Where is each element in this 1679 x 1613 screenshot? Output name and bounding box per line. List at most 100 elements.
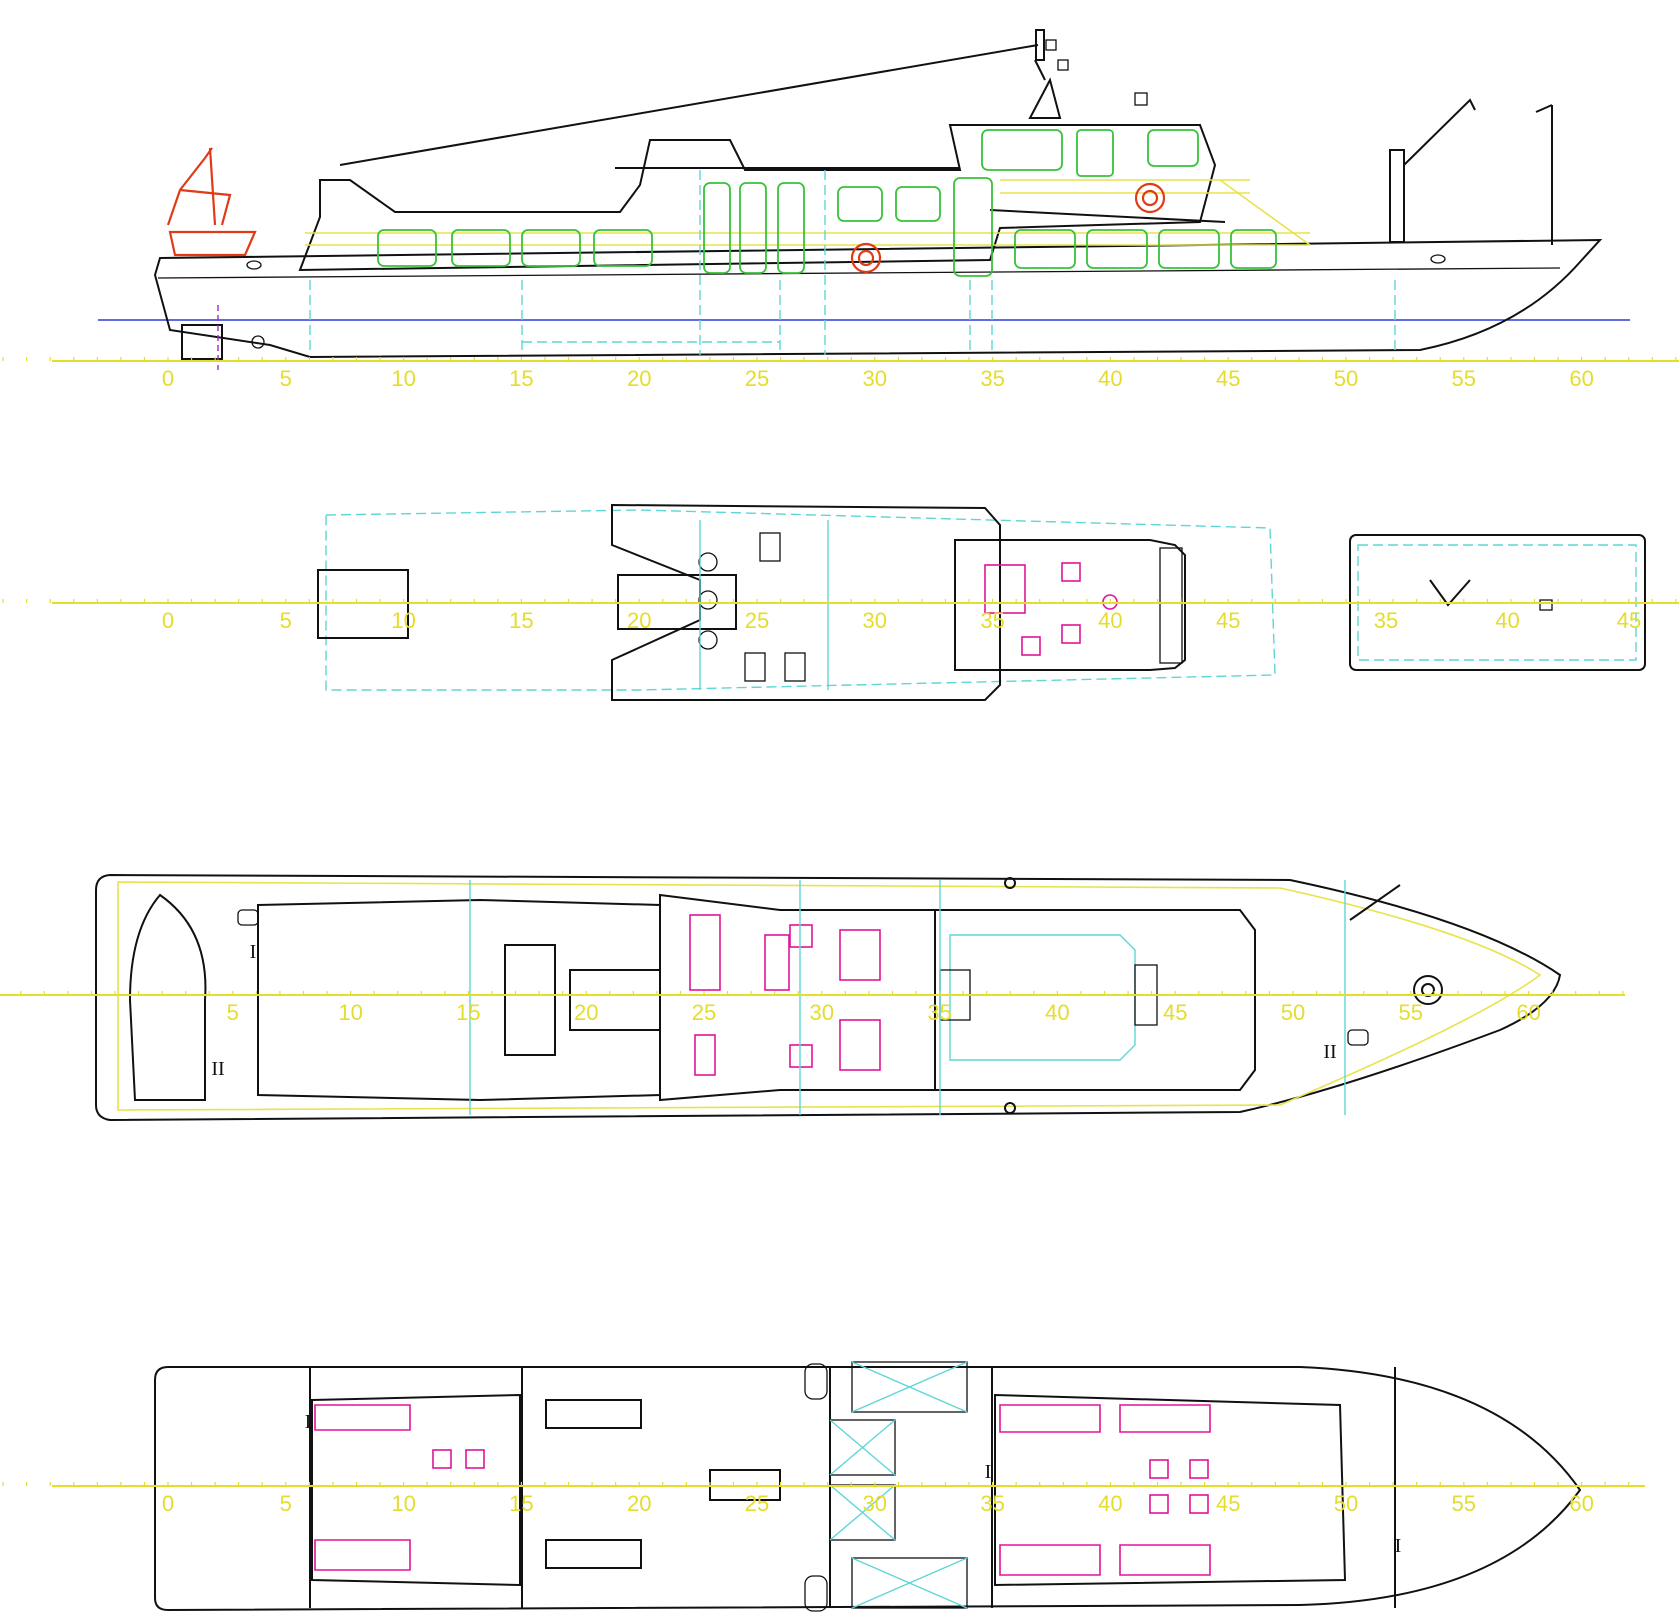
rescue-boat — [128, 893, 207, 1101]
hatch-grille — [504, 944, 556, 1056]
scale-4-label-0: 0 — [162, 1491, 174, 1516]
life-ring-icon — [1134, 182, 1166, 214]
scale-1-label-60: 60 — [1569, 366, 1593, 391]
side-elevation-view: 0 5 10 15 20 25 30 35 40 45 50 55 60 — [2, 29, 1679, 391]
deck-railings — [305, 179, 1311, 246]
console — [984, 564, 1026, 614]
scale-1-label-5: 5 — [280, 366, 292, 391]
windows — [377, 129, 1277, 277]
passenger-saloon — [934, 909, 1256, 1091]
vent-grille — [759, 532, 781, 562]
scale-3-label-35: 35 — [927, 1000, 951, 1025]
scale-3-label-50: 50 — [1281, 1000, 1305, 1025]
scale-2-label-20: 20 — [627, 608, 651, 633]
scale-2-label-40: 40 — [1495, 608, 1519, 633]
dining-table — [839, 929, 881, 981]
scale-4-label-20: 20 — [627, 1491, 651, 1516]
berths — [314, 1404, 1211, 1576]
hull-profile — [153, 238, 1603, 359]
manhole-icon — [804, 1575, 828, 1612]
lifeboat-davit — [166, 147, 257, 257]
scale-2-label-10: 10 — [391, 608, 415, 633]
scale-3-label-15: 15 — [456, 1000, 480, 1025]
manhole-icon — [804, 1363, 828, 1400]
capstan-icon — [1413, 975, 1443, 1005]
scale-2-label-45: 45 — [1617, 608, 1641, 633]
wheelhouse-roof — [611, 503, 1001, 701]
scale-2-label-15: 15 — [509, 608, 533, 633]
frame-scale-main-deck: 5 10 15 20 25 30 35 40 45 50 55 60 — [0, 991, 1625, 1025]
section-mark-I-fwd: I — [1395, 1535, 1402, 1557]
scale-2-label-30: 30 — [863, 608, 887, 633]
scale-3-label-10: 10 — [338, 1000, 362, 1025]
scale-1-label-50: 50 — [1334, 366, 1358, 391]
scale-2-label-40: 40 — [1098, 608, 1122, 633]
scale-4-label-10: 10 — [391, 1491, 415, 1516]
scale-2-label-5: 5 — [280, 608, 292, 633]
deck-outline-below — [325, 509, 1276, 691]
scale-2-label-25: 25 — [745, 608, 769, 633]
scale-4-label-45: 45 — [1216, 1491, 1240, 1516]
deck-edge — [117, 881, 1542, 1111]
section-mark-II-fwd: II — [1323, 1041, 1336, 1063]
aft-cabins — [311, 1393, 521, 1587]
section-mark-I-aft: I — [305, 1411, 312, 1433]
forestay-wire — [339, 44, 1039, 166]
scale-3-label-60: 60 — [1516, 1000, 1540, 1025]
scale-1-label-30: 30 — [863, 366, 887, 391]
scale-4-label-30: 30 — [863, 1491, 887, 1516]
scale-1-label-25: 25 — [745, 366, 769, 391]
galley-counter — [689, 914, 721, 991]
scale-2-label-0: 0 — [162, 608, 174, 633]
main-deck-hull-outline — [95, 873, 1562, 1122]
scale-2-label-45: 45 — [1216, 608, 1240, 633]
scale-3-label-45: 45 — [1163, 1000, 1187, 1025]
scale-4-label-50: 50 — [1334, 1491, 1358, 1516]
radar-icon — [1429, 579, 1471, 607]
scale-4-label-15: 15 — [509, 1491, 533, 1516]
scale-1-label-20: 20 — [627, 366, 651, 391]
scale-4-label-60: 60 — [1569, 1491, 1593, 1516]
propeller-icon — [251, 335, 265, 349]
anchor-chain — [1349, 884, 1401, 921]
radar-mast — [1028, 77, 1062, 119]
life-ring-icon — [850, 242, 882, 274]
scale-3-label-55: 55 — [1399, 1000, 1423, 1025]
frame-scale-side-view: 0 5 10 15 20 25 30 35 40 45 50 55 60 — [2, 357, 1679, 391]
section-mark-I-mid: I — [985, 1461, 992, 1483]
rudder — [181, 324, 223, 360]
bollard-icon — [1004, 877, 1016, 889]
vent-grille — [784, 652, 806, 682]
scale-3-label-20: 20 — [574, 1000, 598, 1025]
scale-3-label-25: 25 — [692, 1000, 716, 1025]
flying-bridge — [954, 539, 1186, 671]
scale-3-label-5: 5 — [227, 1000, 239, 1025]
scale-4-label-25: 25 — [745, 1491, 769, 1516]
bollard-icon — [1004, 1102, 1016, 1114]
dining-table — [839, 1019, 881, 1071]
section-mark-I: I — [250, 941, 257, 963]
section-mark-II: II — [211, 1058, 224, 1080]
scale-3-label-40: 40 — [1045, 1000, 1069, 1025]
scale-1-label-40: 40 — [1098, 366, 1122, 391]
scale-3-label-30: 30 — [810, 1000, 834, 1025]
vent-grille — [744, 652, 766, 682]
scale-1-label-15: 15 — [509, 366, 533, 391]
scale-1-label-45: 45 — [1216, 366, 1240, 391]
scale-4-label-40: 40 — [1098, 1491, 1122, 1516]
forward-cabins — [994, 1393, 1347, 1587]
scale-1-label-0: 0 — [162, 366, 174, 391]
scale-1-label-10: 10 — [391, 366, 415, 391]
scale-1-label-35: 35 — [980, 366, 1004, 391]
lower-deck-hull-outline — [154, 1366, 1582, 1612]
scale-4-label-5: 5 — [280, 1491, 292, 1516]
crane-jib — [1403, 98, 1476, 166]
scale-4-label-35: 35 — [980, 1491, 1004, 1516]
hidden-bulkheads — [309, 170, 1396, 355]
scale-1-label-55: 55 — [1452, 366, 1476, 391]
